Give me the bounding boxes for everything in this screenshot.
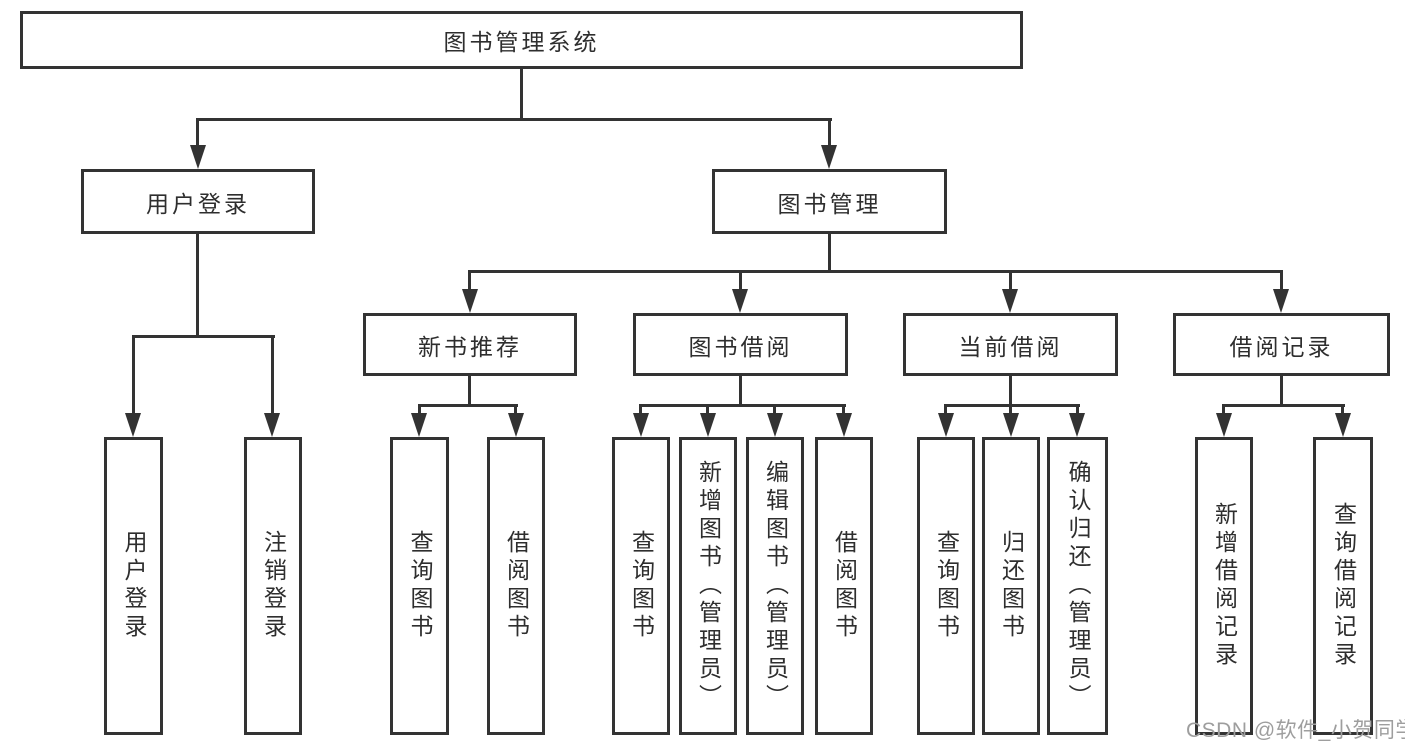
node-user-login: 用户登录 — [81, 169, 315, 234]
node-label: 查询图书 — [933, 530, 960, 642]
node-label: 归还图书 — [998, 530, 1025, 642]
arrow-down-icon — [1069, 413, 1085, 437]
node-leaf-query-books-current: 查询图书 — [917, 437, 975, 735]
node-leaf-user-login: 用户登录 — [104, 437, 163, 735]
arrow-down-icon — [190, 145, 206, 169]
connector-line — [196, 233, 199, 338]
node-leaf-add-book-admin: 新增图书（管理员） — [679, 437, 737, 735]
node-leaf-edit-book-admin: 编辑图书（管理员） — [746, 437, 804, 735]
connector-line — [196, 118, 199, 150]
connector-line — [828, 118, 831, 150]
connector-line — [842, 404, 845, 417]
node-label: 用户登录 — [146, 190, 250, 217]
connector-line — [468, 374, 471, 407]
arrow-down-icon — [264, 413, 280, 437]
arrow-down-icon — [1002, 289, 1018, 313]
arrow-down-icon — [836, 413, 852, 437]
connector-line — [639, 404, 846, 407]
node-leaf-confirm-return-admin: 确认归还（管理员） — [1047, 437, 1108, 735]
connector-line — [418, 404, 518, 407]
node-label: 新增图书（管理员） — [695, 460, 722, 712]
connector-line — [468, 270, 471, 292]
connector-line — [418, 404, 421, 417]
arrow-down-icon — [125, 413, 141, 437]
connector-line — [944, 404, 1080, 407]
node-borrow-record: 借阅记录 — [1173, 313, 1390, 376]
connector-line — [1076, 404, 1079, 417]
connector-line — [739, 270, 742, 292]
arrow-down-icon — [700, 413, 716, 437]
node-label: 查询借阅记录 — [1330, 502, 1357, 670]
connector-line — [132, 335, 135, 417]
node-root-library-system: 图书管理系统 — [20, 11, 1023, 69]
connector-line — [1222, 404, 1225, 417]
node-label: 借阅图书 — [831, 530, 858, 642]
arrow-down-icon — [821, 145, 837, 169]
connector-line — [514, 404, 517, 417]
arrow-down-icon — [938, 413, 954, 437]
arrow-down-icon — [508, 413, 524, 437]
arrow-down-icon — [1335, 413, 1351, 437]
node-label: 图书管理系统 — [443, 29, 600, 55]
connector-line — [1009, 404, 1012, 417]
node-label: 用户登录 — [121, 530, 147, 642]
connector-line — [468, 270, 1283, 273]
connector-line — [1009, 270, 1012, 292]
node-leaf-query-books-recommend: 查询图书 — [390, 437, 449, 735]
connector-line — [520, 67, 523, 121]
connector-line — [944, 404, 947, 417]
node-label: 借阅记录 — [1229, 333, 1334, 360]
connector-line — [271, 335, 274, 417]
connector-line — [1222, 404, 1345, 407]
connector-line — [1009, 374, 1012, 407]
connector-line — [706, 404, 709, 417]
node-leaf-return-book: 归还图书 — [982, 437, 1040, 735]
node-leaf-borrow-books-recommend: 借阅图书 — [487, 437, 545, 735]
arrow-down-icon — [1273, 289, 1289, 313]
arrow-down-icon — [1003, 413, 1019, 437]
connector-line — [639, 404, 642, 417]
node-label: 图书管理 — [777, 190, 882, 217]
node-leaf-add-borrow-record: 新增借阅记录 — [1195, 437, 1253, 735]
node-label: 查询图书 — [407, 530, 433, 642]
connector-line — [1280, 270, 1283, 292]
node-leaf-query-borrow-record: 查询借阅记录 — [1313, 437, 1373, 735]
arrow-down-icon — [767, 413, 783, 437]
arrow-down-icon — [1216, 413, 1232, 437]
node-label: 新增借阅记录 — [1211, 502, 1238, 670]
node-label: 注销登录 — [260, 530, 287, 642]
node-current-borrow: 当前借阅 — [903, 313, 1118, 376]
arrow-down-icon — [732, 289, 748, 313]
node-label: 查询图书 — [628, 530, 655, 642]
node-label: 当前借阅 — [958, 333, 1063, 360]
arrow-down-icon — [462, 289, 478, 313]
node-leaf-borrow-books: 借阅图书 — [815, 437, 873, 735]
node-leaf-logout-login: 注销登录 — [244, 437, 302, 735]
node-book-borrow: 图书借阅 — [633, 313, 848, 376]
connector-line — [1280, 374, 1283, 407]
node-label: 借阅图书 — [503, 530, 530, 642]
connector-line — [132, 335, 275, 338]
node-new-book-recommend: 新书推荐 — [363, 313, 577, 376]
connector-line — [1341, 404, 1344, 417]
node-leaf-query-books-borrow: 查询图书 — [612, 437, 670, 735]
node-label: 图书借阅 — [688, 333, 793, 360]
node-label: 编辑图书（管理员） — [762, 460, 789, 712]
connector-line — [739, 374, 742, 407]
node-label: 确认归还（管理员） — [1065, 460, 1091, 712]
arrow-down-icon — [411, 413, 427, 437]
node-book-management: 图书管理 — [712, 169, 947, 234]
connector-line — [828, 233, 831, 273]
arrow-down-icon — [633, 413, 649, 437]
csdn-watermark: CSDN @软件_小贺同学 — [1186, 719, 1405, 742]
connector-line — [773, 404, 776, 417]
node-label: 新书推荐 — [418, 333, 522, 360]
connector-line — [196, 118, 832, 121]
